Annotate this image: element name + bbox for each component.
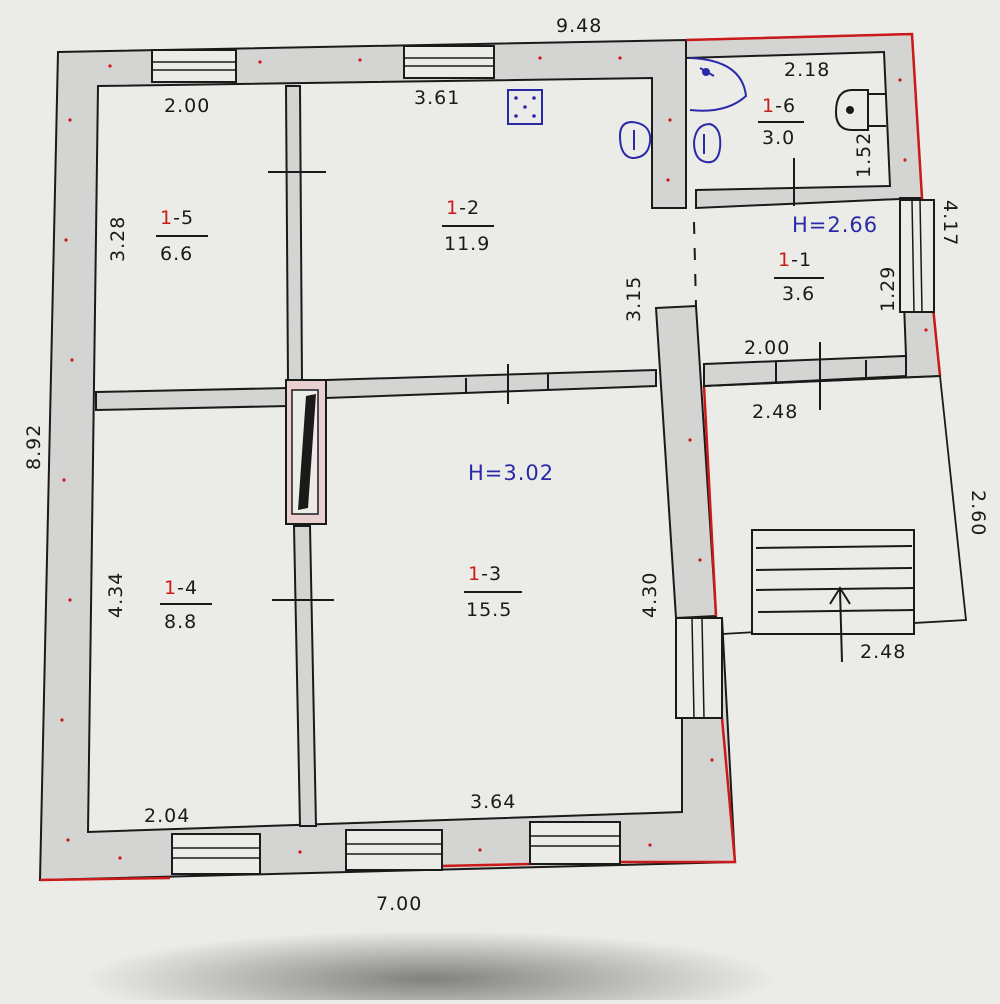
room-1-2-width: 3.61 [414, 87, 460, 109]
room-suffix: -4 [177, 577, 198, 599]
room-1-5-depth: 3.28 [107, 216, 129, 262]
right-lower-dimension: 2.60 [967, 490, 989, 536]
room-1-6-width: 2.18 [784, 59, 830, 81]
overall-bottom-dimension: 7.00 [376, 893, 422, 915]
window-top-left [151, 49, 237, 83]
toilet-fixture-left [618, 120, 722, 164]
room-suffix: -1 [791, 249, 812, 271]
room-prefix: 1 [762, 95, 775, 117]
room-label-1-1: 1-1 3.6 [774, 249, 824, 305]
open-boundary-dashed [693, 221, 697, 307]
overall-left-dimension: 8.92 [23, 424, 45, 470]
room-label-1-6: 1-6 3.0 [758, 95, 804, 149]
porch-width-dimension: 2.48 [752, 401, 798, 423]
room-suffix: -5 [173, 207, 194, 229]
svg-text:1-5: 1-5 [160, 207, 194, 229]
room-prefix: 1 [778, 249, 791, 271]
room-1-6-depth: 1.52 [853, 132, 875, 178]
svg-text:1-3: 1-3 [468, 563, 502, 585]
window-bottom-3 [529, 821, 621, 865]
room-label-1-3: 1-3 15.5 [464, 563, 522, 621]
svg-text:1-1: 1-1 [778, 249, 812, 271]
room-area: 3.6 [782, 283, 815, 305]
room-1-3-depth: 4.30 [639, 572, 661, 618]
overall-top-dimension: 9.48 [556, 15, 602, 37]
red-outline-accents [39, 32, 942, 882]
window-bottom-1 [171, 833, 261, 875]
room-label-1-2: 1-2 11.9 [442, 197, 494, 255]
window-right-lower [675, 617, 723, 719]
room-1-1-depth: 1.29 [877, 266, 899, 312]
room-suffix: -3 [481, 563, 502, 585]
room-prefix: 1 [160, 207, 173, 229]
wall-hatch-dots [60, 56, 928, 860]
room-suffix: -2 [459, 197, 480, 219]
porch-opening-dimension: 2.48 [860, 641, 906, 663]
room-1-1-width: 2.00 [744, 337, 790, 359]
svg-text:1-2: 1-2 [446, 197, 480, 219]
window-top-middle [403, 45, 495, 79]
annex-height-label: H=2.66 [792, 213, 878, 237]
sink-fixture [689, 57, 748, 112]
svg-text:1-6: 1-6 [762, 95, 796, 117]
room-1-3-width: 3.64 [470, 791, 516, 813]
room-1-2-depth: 3.15 [623, 276, 645, 322]
room-1-4-width: 2.04 [144, 805, 190, 827]
room-area: 6.6 [160, 243, 193, 265]
room-1-4-depth: 4.34 [105, 572, 127, 618]
right-upper-dimension: 4.17 [939, 200, 961, 246]
room-area: 3.0 [762, 127, 795, 149]
room-suffix: -6 [775, 95, 796, 117]
outer-wall [38, 38, 737, 882]
room-prefix: 1 [468, 563, 481, 585]
bathtub-fixture [834, 89, 886, 131]
door-ticks [268, 158, 867, 601]
room-label-1-4: 1-4 8.8 [160, 577, 212, 633]
svg-text:1-4: 1-4 [164, 577, 198, 599]
room-prefix: 1 [164, 577, 177, 599]
window-annex-right [899, 199, 935, 313]
room-area: 11.9 [444, 233, 490, 255]
stairs-arrow [829, 586, 851, 663]
main-height-label: H=3.02 [468, 461, 554, 485]
photo-shadow [80, 930, 780, 1000]
room-label-1-5: 1-5 6.6 [156, 207, 208, 265]
porch-stairs [751, 529, 915, 635]
room-area: 15.5 [466, 599, 512, 621]
window-bottom-2 [345, 829, 443, 871]
room-prefix: 1 [446, 197, 459, 219]
room-area: 8.8 [164, 611, 197, 633]
chimney-stove [285, 379, 327, 525]
electrical-box-icon [507, 89, 543, 125]
room-1-5-width: 2.00 [164, 95, 210, 117]
